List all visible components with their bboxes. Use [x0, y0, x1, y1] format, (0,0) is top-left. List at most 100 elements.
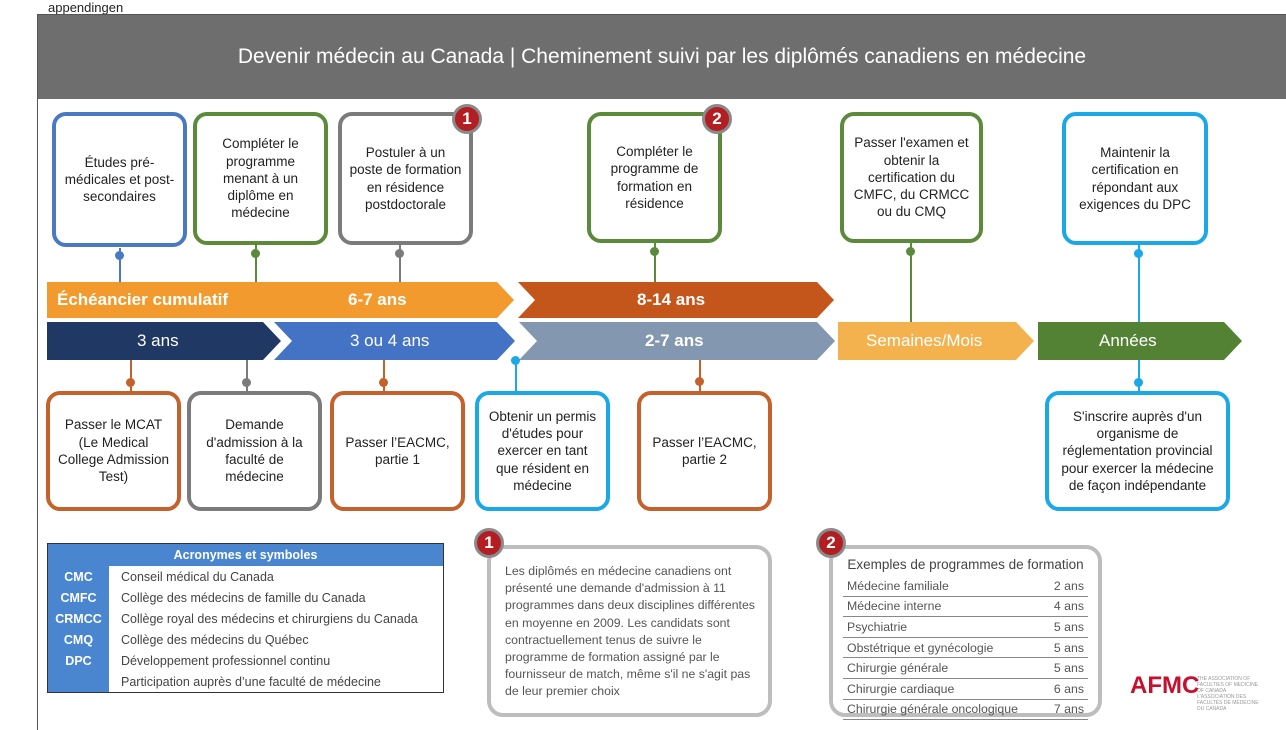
connector-dot — [115, 251, 124, 260]
acronym-def: Conseil médical du Canada — [121, 569, 274, 584]
step-box-eacmc-1: Passer l’EACMC, partie 1 — [330, 391, 465, 511]
acronym-def: Développement professionnel continu — [121, 653, 331, 668]
acronym-abbr — [48, 671, 109, 692]
program-row: Chirurgie générale oncologique 7 ans — [843, 700, 1088, 721]
connector-bottom-1 — [130, 360, 132, 393]
programs-title: Exemples de programmes de formation — [847, 557, 1084, 572]
cumulative-seg2: 8-14 ans — [637, 290, 706, 309]
phase-ribbon-5 — [1038, 322, 1242, 360]
acronym-row: CRMCC Collège royal des médecins et chir… — [48, 608, 443, 629]
program-years: 5 ans — [1053, 619, 1084, 634]
programs-badge-icon: 2 — [816, 528, 846, 558]
step-box-md-program: Compléter le programme menant à un diplô… — [193, 112, 328, 245]
step-box-certification: Passer l'examen et obtenir la certificat… — [840, 112, 983, 243]
step-box-residency-complete: Compléter le programme de formation en r… — [587, 112, 722, 243]
step-box-study-permit: Obtenir un permis d'études pour exercer … — [475, 391, 610, 511]
phase-label-2: 3 ou 4 ans — [350, 331, 430, 350]
program-years: 7 ans — [1053, 702, 1084, 717]
program-years: 5 ans — [1053, 661, 1084, 676]
acronym-abbr: CMQ — [48, 629, 109, 650]
program-years: 2 ans — [1053, 578, 1084, 593]
connector-bottom-5 — [699, 360, 701, 393]
acronym-abbr: CRMCC — [48, 608, 109, 629]
badge-1-icon: 1 — [452, 104, 482, 134]
program-name: Chirurgie cardiaque — [847, 681, 955, 696]
step-box-premed: Études pré-médicales et post-secondaires — [52, 112, 187, 247]
note-1-badge-icon: 1 — [474, 528, 504, 558]
program-name: Médecine familiale — [847, 578, 949, 593]
acronym-abbr: CMFC — [48, 587, 109, 608]
acronym-row: CMQ Collège des médecins du Québec — [48, 629, 443, 650]
connector-top-3 — [399, 245, 401, 282]
connector-top-1 — [119, 248, 121, 282]
programs-box: Exemples de programmes de formation Méde… — [829, 545, 1102, 721]
afmc-logo-small-text: THE ASSOCIATION OF FACULTIES OF MEDICINE… — [1197, 676, 1259, 712]
program-row: Psychiatrie 5 ans — [843, 617, 1088, 638]
connector-dot — [395, 249, 404, 258]
slide-frame — [37, 14, 1286, 730]
connector-top-6 — [1138, 245, 1140, 322]
program-name: Médecine interne — [847, 599, 942, 614]
phase-ribbon-2 — [274, 322, 515, 360]
program-row: Obstétrique et gynécologie 5 ans — [843, 638, 1088, 659]
acronyms-title: Acronymes et symboles — [48, 544, 443, 566]
program-name: Obstétrique et gynécologie — [847, 640, 994, 655]
program-name: Psychiatrie — [847, 619, 908, 634]
step-box-residency-apply: Postuler à un poste de formation en rési… — [338, 112, 473, 245]
connector-top-5 — [910, 243, 912, 322]
connector-dot — [1134, 378, 1143, 387]
acronym-row: DPC Développement professionnel continu — [48, 650, 443, 671]
program-row: Médecine interne 4 ans — [843, 597, 1088, 618]
connector-dot — [251, 249, 260, 258]
acronym-row: Participation auprès d’une faculté de mé… — [48, 671, 443, 692]
connector-bottom-4 — [515, 360, 517, 393]
page-title: Devenir médecin au Canada | Cheminement … — [38, 15, 1286, 99]
acronym-def: Collège des médecins du Québec — [121, 632, 309, 647]
acronym-def: Participation auprès d’une faculté de mé… — [121, 674, 381, 689]
connector-bottom-3 — [383, 360, 385, 393]
program-row: Médecine familiale 2 ans — [843, 576, 1088, 597]
acronym-row: CMC Conseil médical du Canada — [48, 566, 443, 587]
connector-dot — [242, 378, 251, 387]
step-box-admission: Demande d'admission à la faculté de méde… — [187, 391, 322, 511]
program-row: Chirurgie cardiaque 6 ans — [843, 679, 1088, 700]
top-fragment-text: appendingen — [48, 0, 124, 15]
acronym-def: Collège des médecins de famille du Canad… — [121, 590, 366, 605]
connector-bottom-6 — [1138, 360, 1140, 393]
phase-ribbon-1 — [47, 322, 281, 360]
connector-top-4 — [654, 243, 656, 282]
acronym-abbr: DPC — [48, 650, 109, 671]
program-years: 5 ans — [1053, 640, 1084, 655]
acronyms-table: Acronymes et symboles CMC Conseil médica… — [47, 543, 444, 693]
connector-dot — [650, 247, 659, 256]
cumulative-ribbon-2 — [518, 282, 834, 318]
step-box-provincial-registration: S'inscrire auprès d'un organisme de régl… — [1045, 391, 1230, 511]
connector-dot — [695, 377, 704, 386]
badge-2-icon: 2 — [702, 104, 732, 134]
cumulative-seg1: 6-7 ans — [348, 290, 407, 309]
program-years: 6 ans — [1053, 681, 1084, 696]
phase-ribbon-4 — [838, 322, 1034, 360]
connector-dot — [379, 378, 388, 387]
note-1-box: Les diplômés en médecine canadiens ont p… — [487, 545, 772, 717]
connector-top-2 — [255, 245, 257, 282]
step-box-mcat: Passer le MCAT (Le Medical College Admis… — [46, 391, 181, 511]
connector-bottom-2 — [246, 360, 248, 393]
connector-dot — [1134, 249, 1143, 258]
program-name: Chirurgie générale — [847, 661, 949, 676]
program-years: 4 ans — [1053, 599, 1084, 614]
connector-dot — [126, 378, 135, 387]
cumulative-ribbon-1 — [47, 282, 514, 318]
phase-label-1: 3 ans — [137, 331, 179, 350]
phase-label-4: Semaines/Mois — [866, 331, 983, 350]
phase-label-3: 2-7 ans — [645, 331, 704, 350]
program-row: Chirurgie générale 5 ans — [843, 658, 1088, 679]
phase-ribbon-3 — [519, 322, 835, 360]
connector-dot — [511, 356, 520, 365]
connector-dot — [906, 247, 915, 256]
acronym-def: Collège royal des médecins et chirurgien… — [121, 611, 418, 626]
cumulative-label: Échéancier cumulatif — [57, 290, 229, 309]
acronym-row: CMFC Collège des médecins de famille du … — [48, 587, 443, 608]
program-name: Chirurgie générale oncologique — [847, 702, 1018, 717]
acronym-abbr: CMC — [48, 566, 109, 587]
